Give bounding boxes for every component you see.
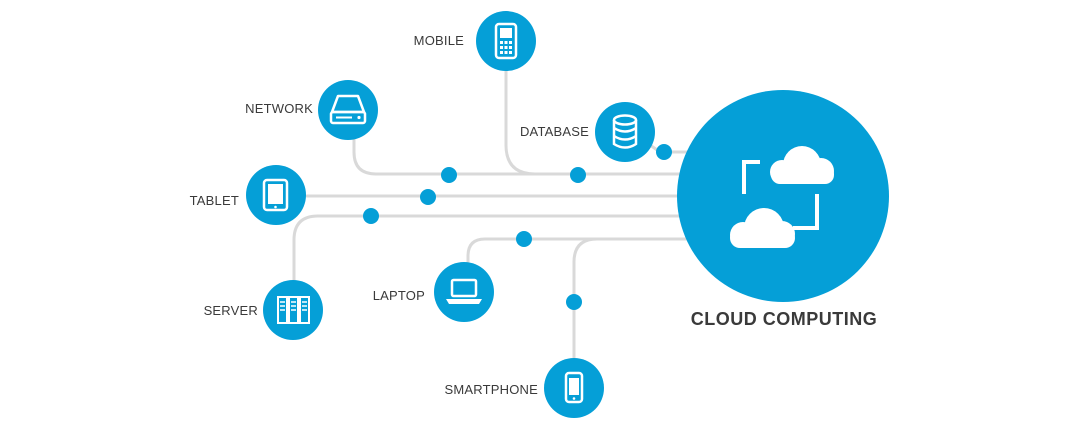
server-label: SERVER (204, 303, 258, 318)
node-tablet[interactable]: TABLET (190, 165, 306, 225)
line-smartphone (572, 237, 642, 360)
cloud-top-shape (770, 146, 834, 184)
cloud-computing-icon (742, 160, 819, 230)
dot-network (441, 167, 457, 183)
database-label: DATABASE (520, 124, 589, 139)
smartphone-label: SMARTPHONE (445, 382, 539, 397)
dot-server (363, 208, 379, 224)
network-drive-icon (329, 94, 367, 125)
line-laptop (466, 237, 692, 264)
tablet-label: TABLET (190, 193, 239, 208)
dot-smartphone (566, 294, 582, 310)
dot-mobile (570, 167, 586, 183)
line-network (352, 136, 537, 176)
smartphone-icon (564, 371, 584, 404)
mobile-label: MOBILE (414, 33, 464, 48)
dot-laptop (516, 231, 532, 247)
node-database[interactable]: DATABASE (520, 102, 655, 162)
node-network[interactable]: NETWORK (245, 80, 378, 140)
cloud-computing-label: CLOUD COMPUTING (691, 309, 878, 329)
line-server (292, 214, 692, 282)
connection-lines (292, 64, 692, 360)
tablet-icon (262, 178, 289, 212)
dot-tablet (420, 189, 436, 205)
database-icon (612, 114, 638, 149)
node-smartphone[interactable]: SMARTPHONE (445, 358, 605, 418)
mobile-phone-icon (494, 22, 518, 60)
server-rack-icon (277, 296, 310, 324)
node-mobile[interactable]: MOBILE (414, 11, 536, 71)
cloud-bottom-shape (730, 208, 795, 248)
laptop-label: LAPTOP (373, 288, 425, 303)
laptop-icon (446, 278, 482, 304)
connection-dots (363, 144, 672, 310)
cloud-computing-node[interactable]: CLOUD COMPUTING (677, 90, 889, 329)
dot-database (656, 144, 672, 160)
node-laptop[interactable]: LAPTOP (373, 262, 494, 322)
node-server[interactable]: SERVER (204, 280, 323, 340)
network-label: NETWORK (245, 101, 313, 116)
